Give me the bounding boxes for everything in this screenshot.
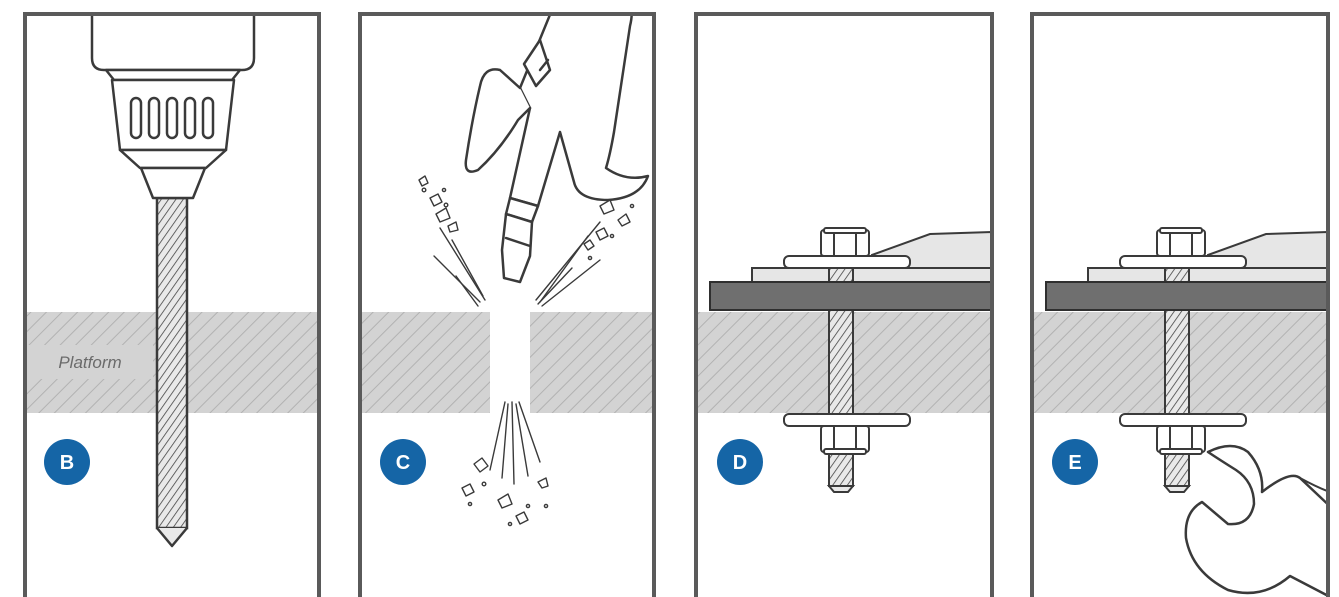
top-nut (1156, 227, 1206, 257)
ground-hatch (360, 312, 490, 413)
panel-c: C (360, 14, 654, 527)
top-washer (783, 255, 911, 269)
step-letter-d: D (733, 452, 747, 474)
step-letter-b: B (60, 452, 74, 474)
bottom-nut (820, 425, 870, 455)
top-washer (1119, 255, 1247, 269)
wrench-icon (1184, 444, 1328, 597)
air-blow-gun (464, 14, 650, 284)
panel-frame-d (694, 12, 994, 597)
drill-body (90, 14, 256, 200)
panel-e: E (1032, 227, 1328, 597)
air-streaks (433, 221, 601, 485)
step-badge-c: C (380, 439, 426, 485)
ground-hatch (530, 312, 654, 413)
step-letter-c: C (396, 452, 410, 474)
panel-frame-b (23, 12, 321, 597)
step-badge-b: B (44, 439, 90, 485)
platform-label-box: Platform (27, 345, 153, 379)
platform-label: Platform (58, 353, 121, 372)
drill-bit (155, 196, 189, 548)
bottom-washer (783, 413, 911, 427)
top-nut (820, 227, 870, 257)
base-plate (1045, 281, 1328, 311)
rod-tip (1162, 485, 1192, 493)
step-badge-d: D (717, 439, 763, 485)
panel-b: Platform B (25, 14, 319, 548)
step-letter-e: E (1068, 452, 1081, 474)
rod-tip (826, 485, 856, 493)
bracket-base (1087, 267, 1328, 283)
bottom-nut (1156, 425, 1206, 455)
bottom-washer (1119, 413, 1247, 427)
bracket-base (751, 267, 992, 283)
panel-d: D (696, 227, 992, 493)
wrench-edge (1299, 477, 1328, 493)
panel-frame-c (358, 12, 656, 597)
base-plate (709, 281, 992, 311)
debris-particles (418, 175, 635, 527)
panel-frame-e (1030, 12, 1330, 597)
step-badge-e: E (1052, 439, 1098, 485)
